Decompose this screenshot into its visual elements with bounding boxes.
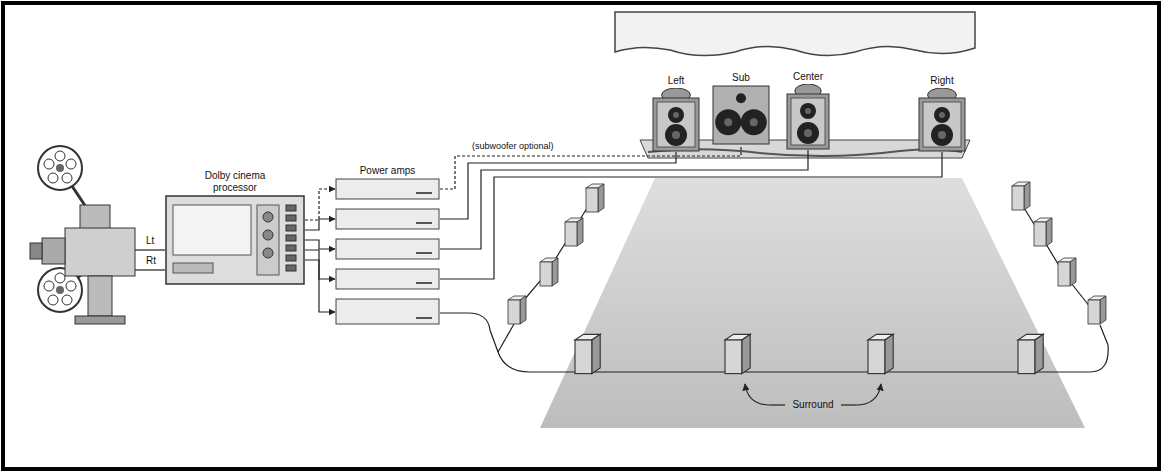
node-label: Center	[793, 71, 823, 83]
signal-connector	[440, 150, 808, 249]
connector-line	[305, 260, 335, 312]
amplifier-rack: Power amps	[335, 165, 440, 329]
node-shape	[712, 85, 770, 145]
signal-line	[135, 249, 165, 250]
node-label: Power amps	[360, 165, 416, 177]
signal-connector	[440, 152, 676, 219]
node-label: Right	[930, 75, 953, 87]
group-label: Surround	[790, 399, 835, 411]
node-shape	[786, 84, 830, 150]
speaker-cabinet: Center	[786, 71, 830, 151]
surround-wiring	[440, 198, 1108, 372]
connector-line	[305, 250, 335, 279]
speaker-cabinet: Right	[918, 75, 966, 153]
connector-line	[305, 189, 335, 220]
signal-name: Lt	[146, 235, 154, 247]
screen-curtain	[615, 12, 975, 56]
connector-line	[440, 152, 676, 219]
node-shape	[652, 88, 700, 152]
auditorium-floor	[540, 178, 1085, 428]
signal-connector	[440, 152, 942, 279]
film-projector	[30, 146, 135, 324]
signal-connector	[440, 145, 741, 189]
node-shape	[335, 178, 440, 328]
node-label: Sub	[732, 72, 750, 84]
connector-line	[440, 152, 942, 279]
connector-line	[440, 145, 741, 189]
node-shape	[918, 88, 966, 152]
connector-line	[440, 150, 808, 249]
surround-speakers	[508, 182, 1106, 374]
frame	[3, 3, 1159, 469]
processor-unit: Dolby cinema processor	[165, 170, 305, 285]
node-label: Left	[668, 75, 685, 87]
speaker-cabinet: Left	[652, 75, 700, 153]
edge-label: (subwoofer optional)	[470, 141, 556, 151]
signal-line	[135, 269, 165, 270]
connector-line	[305, 219, 335, 230]
signal-name: Rt	[146, 255, 156, 267]
speaker-cabinet: Sub	[712, 72, 770, 146]
node-shape	[165, 195, 305, 285]
node-label: Dolby cinema processor	[190, 170, 280, 193]
connector-line	[305, 240, 335, 249]
signal-connector	[305, 189, 335, 312]
